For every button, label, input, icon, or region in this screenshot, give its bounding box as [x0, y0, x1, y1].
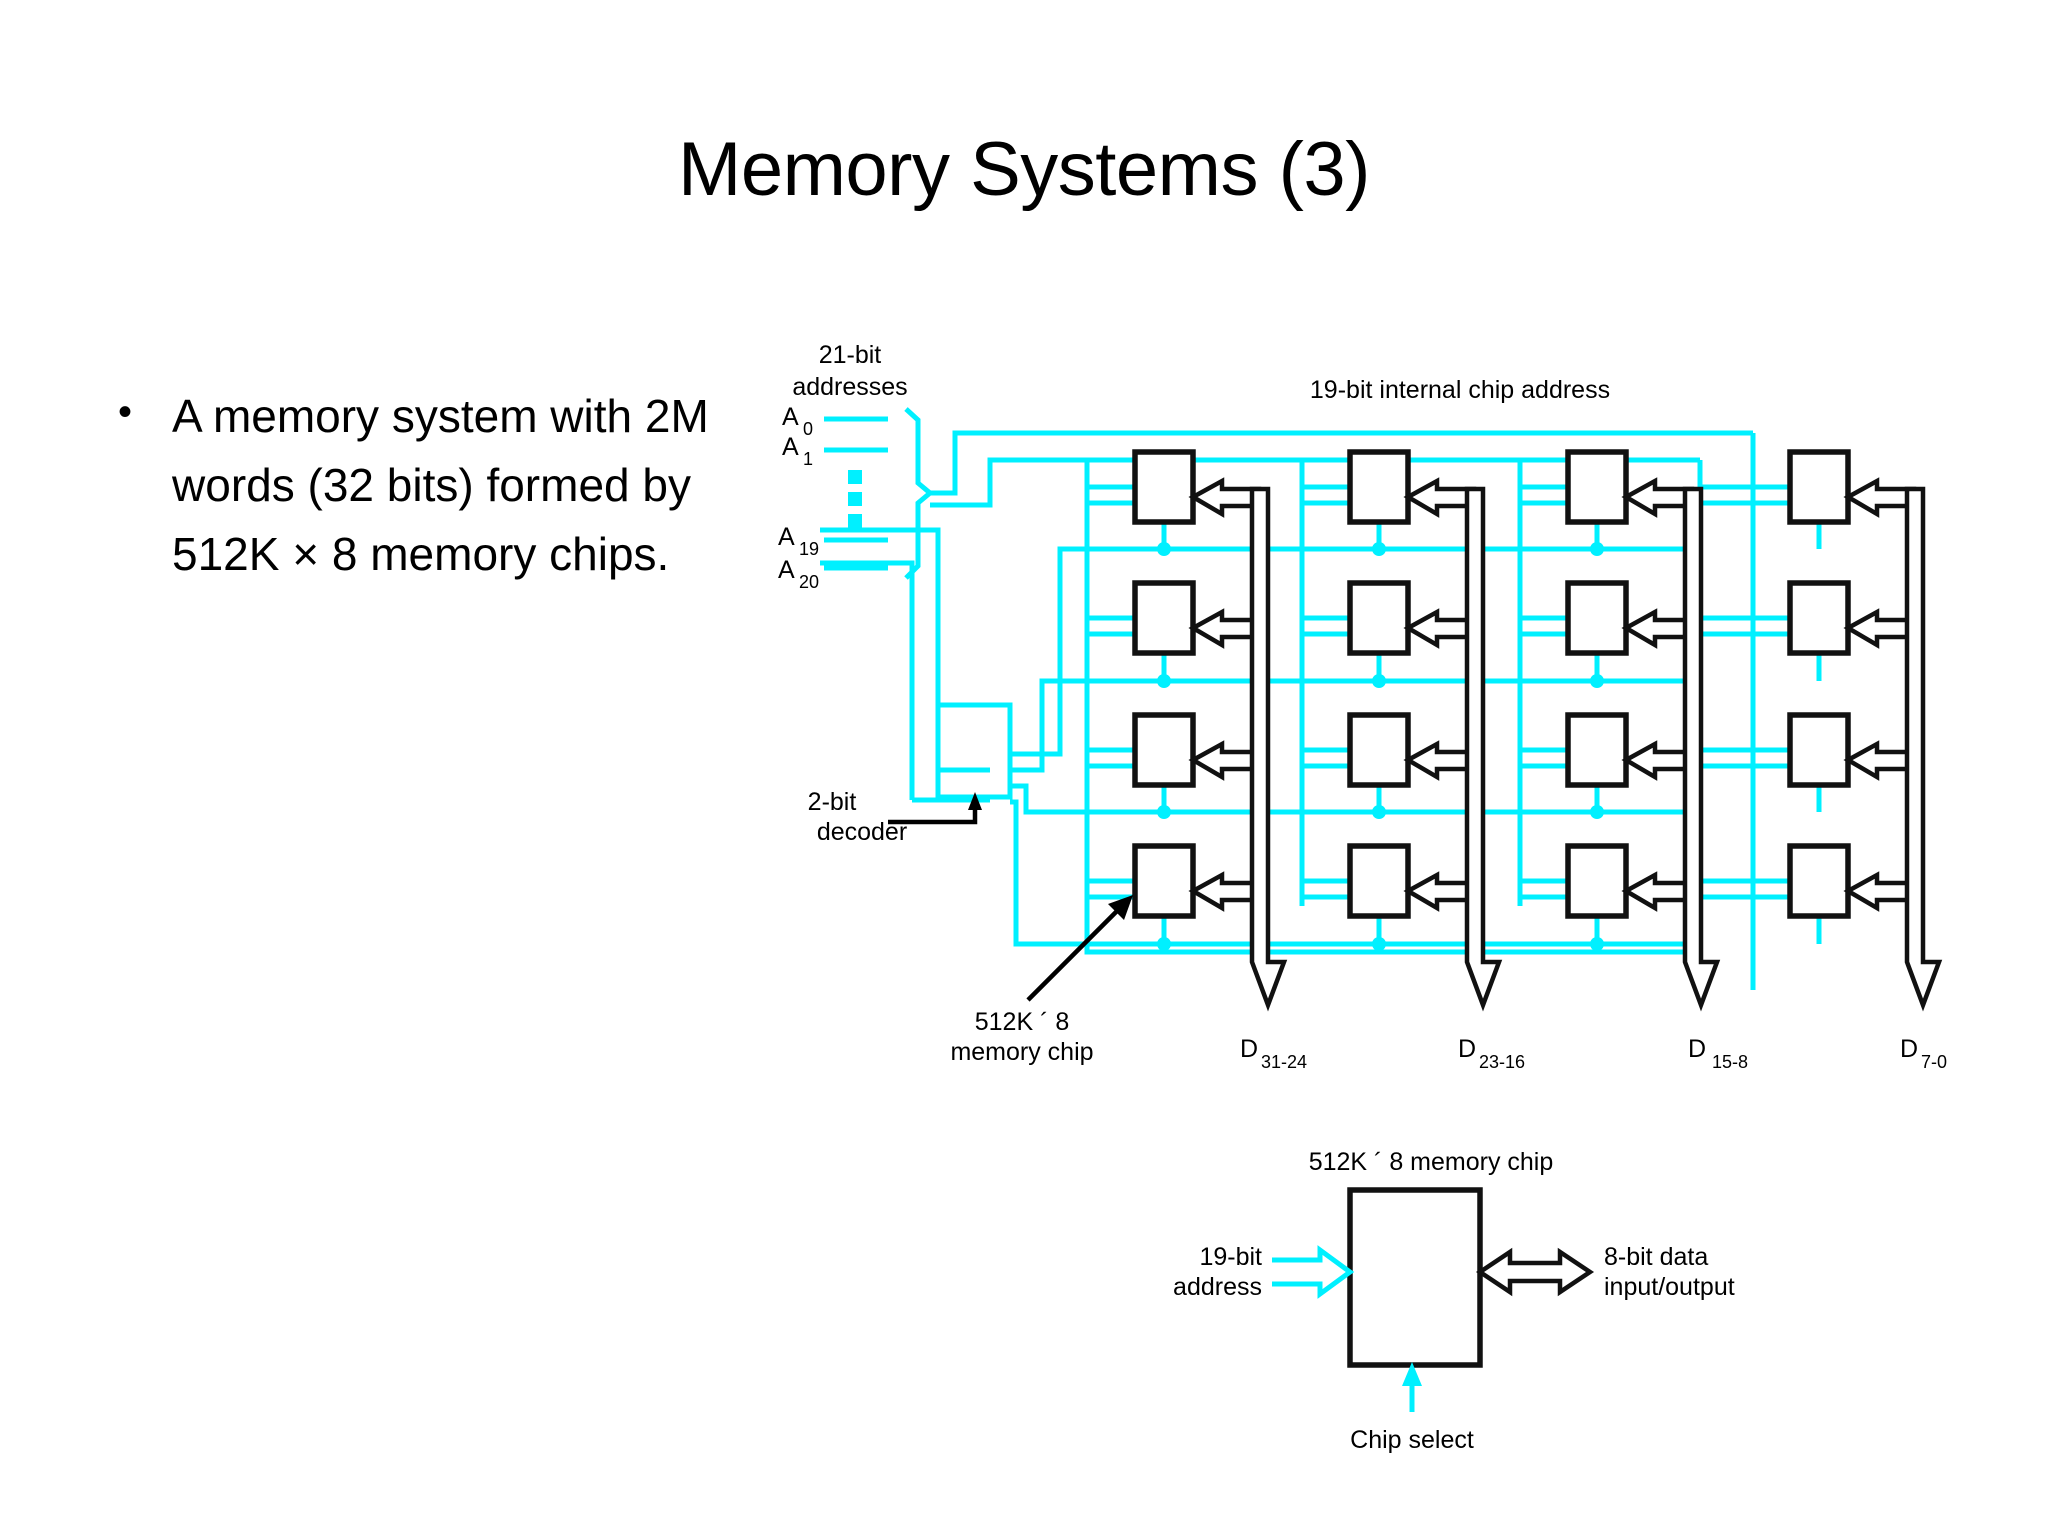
data-bus-label-d7-0: D 7-0: [1900, 1035, 1947, 1072]
data-bus-branches: [1188, 477, 1917, 912]
address-pin-a1-name: A: [782, 433, 799, 461]
addresses-title-line1: 21-bit: [819, 341, 882, 369]
memory-chip: [1347, 843, 1411, 919]
data-bus-d7-0-name: D: [1900, 1035, 1918, 1063]
ellipsis-dot-1: [848, 470, 862, 484]
decoder-input-wires: [888, 527, 990, 803]
memory-chip: [1787, 843, 1851, 919]
memory-chip: [1132, 580, 1196, 656]
memory-chip: [1787, 580, 1851, 656]
memory-chip: [1787, 449, 1851, 525]
address-bundle-brace: [904, 407, 934, 580]
address-pin-a20-name: A: [778, 556, 795, 584]
chip-detail-address-line1: 19-bit: [1199, 1243, 1262, 1271]
memory-chip-callout-line2: memory chip: [950, 1038, 1093, 1066]
address-pin-a20: A 20: [778, 556, 819, 592]
memory-chip-callout: 512K ´ 8 memory chip: [950, 895, 1133, 1066]
data-bus-label-d31-24: D 31-24: [1240, 1035, 1307, 1072]
decoder-label-line1: 2-bit: [808, 788, 857, 816]
memory-chip: [1347, 580, 1411, 656]
chip-detail-select-arrow: [1402, 1362, 1422, 1412]
chip-detail-box: [1347, 1187, 1483, 1368]
bullet-marker: •: [118, 390, 133, 434]
decoder-label-line2: decoder: [817, 818, 907, 846]
address-pin-a0-name: A: [782, 403, 799, 431]
data-bus-d23-16-sub: 23-16: [1479, 1052, 1525, 1072]
memory-chip: [1565, 712, 1629, 788]
address-pin-a19: A 19: [778, 523, 819, 559]
address-pin-a19-sub: 19: [799, 539, 819, 559]
address-pin-a19-name: A: [778, 523, 795, 551]
memory-chip: [1347, 712, 1411, 788]
chip-select-stubs: [1157, 522, 1822, 951]
memory-chip: [1132, 449, 1196, 525]
bullet-list: • A memory system with 2M words (32 bits…: [118, 382, 768, 589]
internal-chip-address-label: 19-bit internal chip address: [1310, 376, 1610, 404]
address-pin-a1-sub: 1: [803, 449, 813, 469]
memory-chip-callout-line1: 512K ´ 8: [975, 1008, 1070, 1036]
memory-chip: [1132, 712, 1196, 788]
chip-detail-data-line1: 8-bit data: [1604, 1243, 1708, 1271]
address-pin-a0: A 0: [782, 403, 813, 439]
memory-chip: [1347, 449, 1411, 525]
memory-chip: [1132, 843, 1196, 919]
data-bus-label-d15-8: D 15-8: [1688, 1035, 1748, 1072]
address-pin-a1: A 1: [782, 433, 813, 469]
data-bus-d15-8-name: D: [1688, 1035, 1706, 1063]
address-bus-rails: [930, 430, 1753, 508]
data-bus-d31-24-name: D: [1240, 1035, 1258, 1063]
ellipsis-dot-3: [848, 514, 862, 528]
memory-chip: [1565, 580, 1629, 656]
decoder-box: [935, 702, 1013, 800]
data-bus-d15-8-sub: 15-8: [1712, 1052, 1748, 1072]
bullet-item-text: A memory system with 2M words (32 bits) …: [172, 390, 709, 580]
chip-detail-data-arrow: [1475, 1247, 1595, 1297]
column-address-wraps: [1084, 433, 1756, 990]
chip-select-rails: [1010, 546, 1700, 947]
data-bus-trunks: [1249, 486, 1943, 1012]
chip-detail-diagram: 512K ´ 8 memory chip 19-bit address 8-bi…: [1173, 1148, 1735, 1454]
addresses-title-line2: addresses: [792, 373, 907, 401]
memory-chip: [1565, 449, 1629, 525]
data-bus-d31-24-sub: 31-24: [1261, 1052, 1307, 1072]
data-bus-d7-0-sub: 7-0: [1921, 1052, 1947, 1072]
address-pin-stubs: [820, 416, 888, 571]
page-title: Memory Systems (3): [678, 127, 1370, 212]
chip-detail-data-line2: input/output: [1604, 1273, 1735, 1301]
chip-address-feeds: [1087, 460, 1790, 952]
chip-detail-select-label: Chip select: [1350, 1426, 1474, 1454]
data-bus-label-d23-16: D 23-16: [1458, 1035, 1525, 1072]
chip-detail-address-arrow: [1272, 1245, 1355, 1299]
chip-detail-address-line2: address: [1173, 1273, 1262, 1301]
memory-chip: [1565, 843, 1629, 919]
ellipsis-dot-2: [848, 492, 862, 506]
address-pin-a20-sub: 20: [799, 572, 819, 592]
memory-chip: [1787, 712, 1851, 788]
chip-detail-title: 512K ´ 8 memory chip: [1309, 1148, 1554, 1176]
data-bus-d23-16-name: D: [1458, 1035, 1476, 1063]
memory-chip-grid: [1132, 449, 1851, 919]
address-pin-a0-sub: 0: [803, 419, 813, 439]
decoder-leader: [888, 792, 982, 825]
